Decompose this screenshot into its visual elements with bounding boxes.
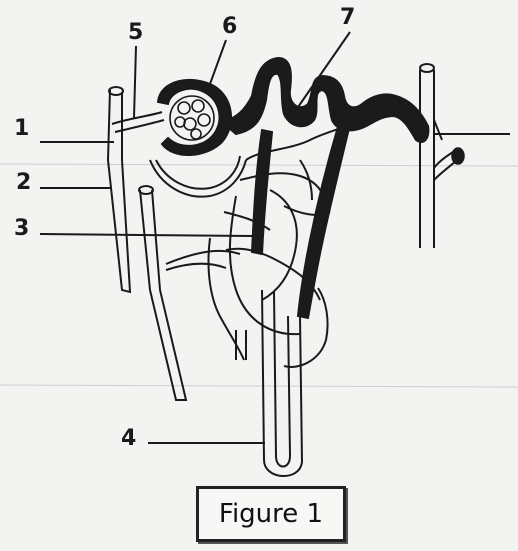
label-7: 7 — [340, 7, 355, 29]
leader-3 — [40, 234, 252, 236]
glomerulus — [170, 96, 214, 140]
label-3: 3 — [14, 218, 29, 240]
label-1: 1 — [14, 118, 29, 140]
renal-artery-left — [139, 186, 186, 400]
label-5: 5 — [128, 22, 143, 44]
duct-branch-dark-end — [452, 148, 464, 164]
label-leaders — [40, 32, 350, 443]
leader-5 — [134, 46, 136, 118]
leader-6 — [210, 40, 226, 84]
renal-vein-left — [108, 87, 130, 292]
label-6: 6 — [222, 16, 237, 38]
label-4: 4 — [121, 428, 136, 450]
descending-dark-segment-right — [298, 120, 350, 318]
label-2: 2 — [16, 172, 31, 194]
loop-of-henle — [262, 290, 302, 476]
proximal-convoluted-tubule — [222, 58, 428, 142]
figure-caption: Figure 1 — [196, 486, 346, 542]
descending-dark-segment-left — [252, 130, 272, 254]
